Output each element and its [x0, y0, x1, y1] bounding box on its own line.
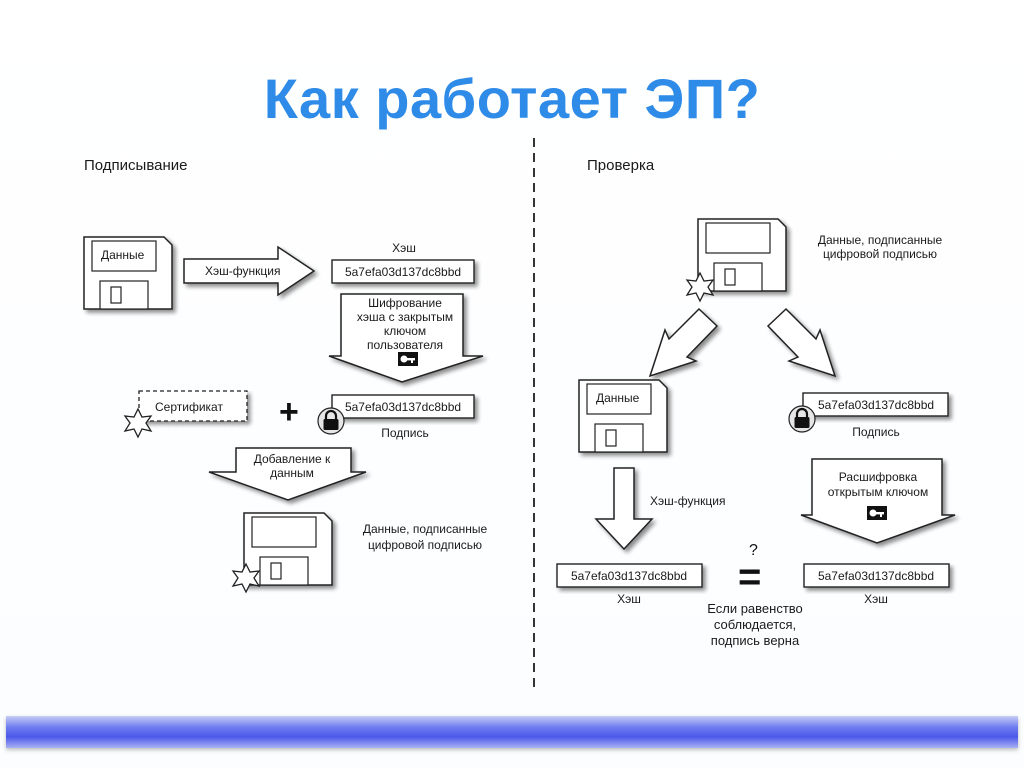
encrypt-arrow — [328, 293, 484, 383]
slide-title: Как работает ЭП? — [263, 67, 761, 130]
signed-line-1: Данные, подписанные — [363, 522, 488, 536]
result-line-2: соблюдается, — [714, 617, 796, 632]
verification-heading: Проверка — [587, 157, 655, 174]
add-line-1: Добавление к — [254, 452, 331, 466]
signature-label: Подпись — [381, 426, 429, 440]
hash-function-label: Хэш-функция — [205, 264, 280, 278]
add-to-data-arrow — [208, 447, 367, 501]
question-mark: ? — [749, 542, 758, 559]
signature-value: 5a7efa03d137dc8bbd — [345, 400, 461, 414]
certificate-box — [138, 390, 248, 422]
decrypt-line-2: открытым ключом — [828, 485, 928, 499]
certificate-label: Сертификат — [155, 400, 223, 414]
decrypt-line-1: Расшифровка — [839, 470, 918, 484]
verify-signature-label: Подпись — [852, 425, 900, 439]
signature-box — [331, 394, 475, 419]
encrypt-line-3: ключом — [384, 324, 426, 338]
hash-heading: Хэш — [392, 241, 416, 255]
key-icon — [867, 506, 887, 520]
verify-hash-arrow — [594, 467, 654, 551]
lock-icon — [787, 404, 817, 434]
verify-hash-left-box — [556, 563, 703, 588]
plus-sign: + — [279, 393, 299, 431]
hash-value: 5a7efa03d137dc8bbd — [345, 265, 461, 279]
verify-signature-box — [802, 392, 949, 417]
split-arrow-right — [766, 307, 837, 378]
verify-hash-right-value: 5a7efa03d137dc8bbd — [818, 569, 934, 583]
encrypt-line-4: пользователя — [367, 338, 443, 352]
hash-box — [331, 259, 475, 284]
decrypt-arrow — [800, 458, 956, 544]
verify-signature-value: 5a7efa03d137dc8bbd — [818, 398, 934, 412]
hash-function-arrow — [183, 245, 316, 297]
encrypt-line-1: Шифрование — [368, 296, 442, 310]
verify-hash-left-label: Хэш — [617, 592, 641, 606]
result-line-3: подпись верна — [711, 633, 800, 648]
verify-hash-function-label: Хэш-функция — [650, 494, 725, 508]
verify-hash-right-box — [803, 563, 950, 588]
signed-line-2: цифровой подписью — [368, 538, 482, 552]
verify-signed-line-2: цифровой подписью — [823, 247, 937, 261]
verify-data-label: Данные — [596, 391, 640, 405]
equals-sign: = — [738, 555, 761, 599]
result-line-1: Если равенство — [707, 601, 803, 616]
encrypt-line-2: хэша с закрытым — [357, 310, 453, 324]
verify-hash-left-value: 5a7efa03d137dc8bbd — [571, 569, 687, 583]
verify-signed-line-1: Данные, подписанные — [818, 233, 943, 247]
key-icon — [398, 352, 418, 366]
signing-heading: Подписывание — [84, 157, 187, 174]
footer-bar — [6, 716, 1018, 748]
add-line-2: данным — [270, 466, 314, 480]
signing-data-label: Данные — [101, 248, 145, 262]
lock-icon — [316, 406, 346, 436]
split-arrow-left — [648, 307, 719, 378]
verify-hash-right-label: Хэш — [864, 592, 888, 606]
